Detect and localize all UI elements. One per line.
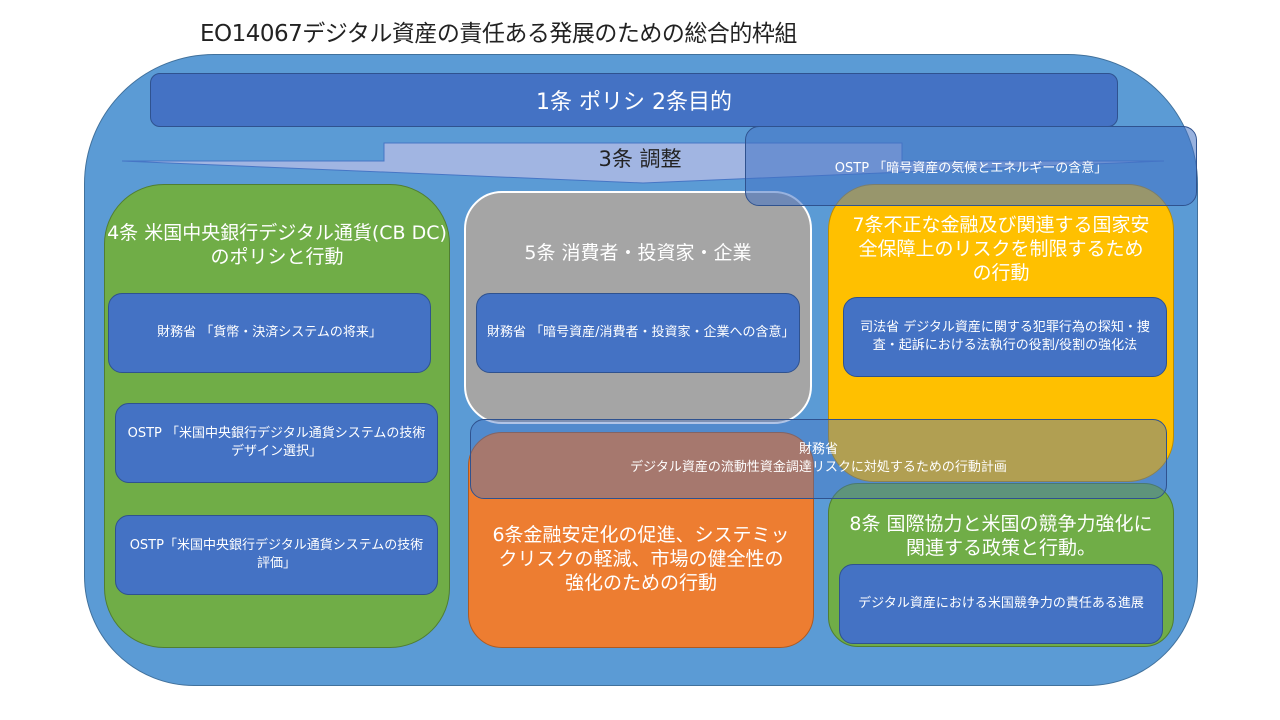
section-8-item: デジタル資産における米国競争力の責任ある進展 [839,564,1163,644]
section-8-international: 8条 国際協力と米国の競争力強化に関連する政策と行動。 デジタル資産における米国… [828,483,1174,647]
section-4-item: OSTP「米国中央銀行デジタル通貨システムの技術評価」 [115,515,438,595]
liquidity-description: デジタル資産の流動性資金調達リスクに対処するための行動計画 [630,460,1007,475]
coordination-label: 3条 調整 [598,147,682,171]
section-8-item-label: デジタル資産における米国競争力の責任ある進展 [858,596,1144,611]
policy-purpose-bar: 1条 ポリシ 2条目的 [150,73,1118,127]
section-4-cbdc: 4条 米国中央銀行デジタル通貨(CB DC)のポリシと行動 財務省 「貨幣・決済… [104,184,450,648]
policy-purpose-label: 1条 ポリシ 2条目的 [536,90,732,115]
section-5-item-label: 財務省 「暗号資産/消費者・投資家・企業への含意」 [487,325,795,340]
section-4-title: 4条 米国中央銀行デジタル通貨(CB DC)のポリシと行動 [107,222,447,268]
section-7-item-label: 司法省 デジタル資産に関する犯罪行為の探知・捜査・起訴における法執行の役割/役割… [860,320,1150,353]
section-5-item: 財務省 「暗号資産/消費者・投資家・企業への含意」 [476,293,800,373]
section-8-title: 8条 国際協力と米国の競争力強化に関連する政策と行動。 [849,513,1153,559]
section-5-consumers: 5条 消費者・投資家・企業 財務省 「暗号資産/消費者・投資家・企業への含意」 [464,191,812,424]
section-6-title: 6条金融安定化の促進、システミックリスクの軽減、市場の健全性の強化のための行動 [492,524,790,594]
liquidity-agency: 財務省 [798,442,838,457]
section-4-item-label: OSTP「米国中央銀行デジタル通貨システムの技術評価」 [129,538,424,571]
section-4-item: OSTP 「米国中央銀行デジタル通貨システムの技術デザイン選択」 [115,403,438,483]
ostp-climate-label: OSTP 「暗号資産の気候とエネルギーの含意」 [834,160,1108,176]
section-7-title: 7条不正な金融及び関連する国家安全保障上のリスクを制限するための行動 [852,214,1150,284]
section-6-financial-stability: 6条金融安定化の促進、システミックリスクの軽減、市場の健全性の強化のための行動 [468,432,814,648]
section-4-item: 財務省 「貨幣・決済システムの将来」 [108,293,431,373]
section-4-item-label: 財務省 「貨幣・決済システムの将来」 [157,325,382,340]
liquidity-action-plan-box: 財務省 デジタル資産の流動性資金調達リスクに対処するための行動計画 [470,419,1167,499]
section-5-title: 5条 消費者・投資家・企業 [524,242,752,264]
diagram-title: EO14067デジタル資産の責任ある発展のための総合的枠組 [200,21,797,47]
section-4-item-label: OSTP 「米国中央銀行デジタル通貨システムの技術デザイン選択」 [127,426,426,459]
section-7-item: 司法省 デジタル資産に関する犯罪行為の探知・捜査・起訴における法執行の役割/役割… [843,297,1167,377]
section-7-illicit-finance: 7条不正な金融及び関連する国家安全保障上のリスクを制限するための行動 司法省 デ… [828,184,1174,482]
ostp-climate-box: OSTP 「暗号資産の気候とエネルギーの含意」 [745,126,1197,206]
